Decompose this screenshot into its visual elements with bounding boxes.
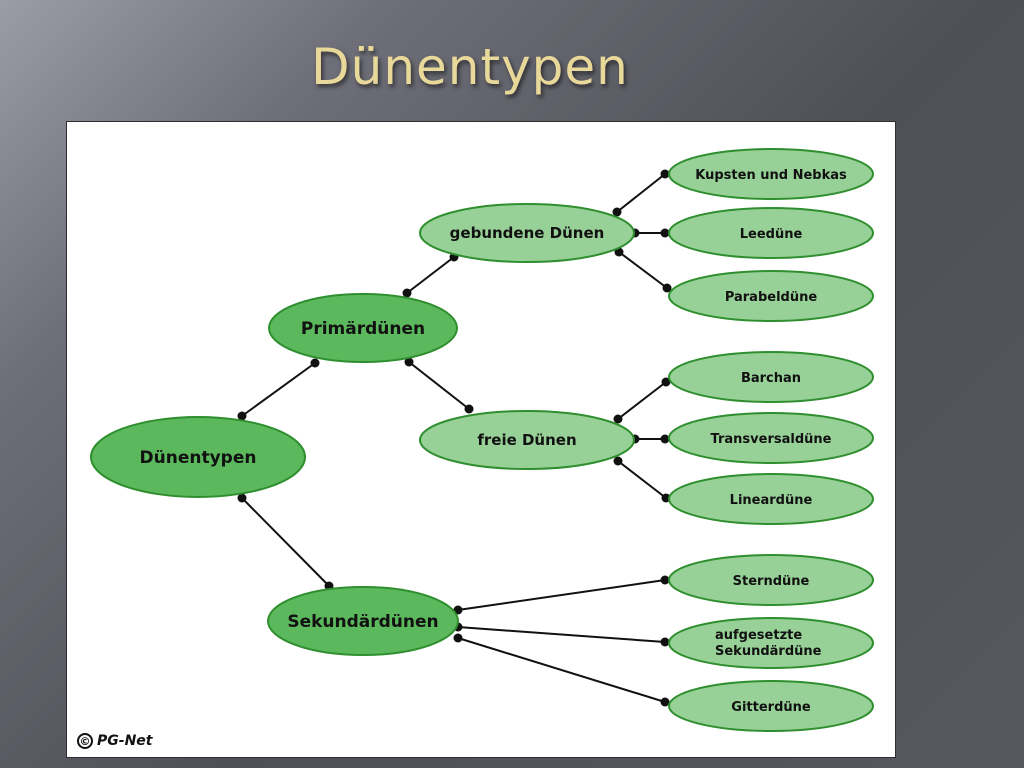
node-root[interactable]: Dünentypen <box>90 416 306 498</box>
node-sternduene-label: Sterndüne <box>733 574 810 589</box>
edge-freie-barchan <box>617 381 667 420</box>
copyright-notice: © PG-Net <box>77 733 152 749</box>
node-gebundene-duenen[interactable]: gebundene Dünen <box>419 203 635 263</box>
node-gitterduene[interactable]: Gitterdüne <box>668 680 874 732</box>
edge-gebundene-kupsten <box>616 173 666 213</box>
node-aufgesetzte-label-line2: Sekundärdüne <box>715 644 822 659</box>
node-linearduene-label: Lineardüne <box>730 493 813 508</box>
node-aufgesetzte-label-line1: aufgesetzte <box>715 628 802 643</box>
connector-dots <box>237 169 672 707</box>
edge-sekundaer-stern <box>457 579 666 611</box>
edge-sekundaer-gitter <box>457 637 666 703</box>
node-parabelduene[interactable]: Parabeldüne <box>668 270 874 322</box>
node-root-label: Dünentypen <box>140 448 257 468</box>
edge-freie-linear <box>617 460 667 499</box>
slide-title: Dünentypen <box>311 38 629 96</box>
node-sternduene[interactable]: Sterndüne <box>668 554 874 606</box>
copyright-text: PG-Net <box>97 733 153 749</box>
node-sekundaerduenen-label: Sekundärdünen <box>287 612 438 632</box>
node-aufgesetzte-sekundaerduene[interactable]: aufgesetzte Sekundärdüne <box>668 617 874 669</box>
connectors <box>241 173 668 703</box>
node-freie-duenen[interactable]: freie Dünen <box>419 410 635 470</box>
dune-types-diagram: Dünentypen Primärdünen Sekundärdünen geb… <box>90 148 874 732</box>
edge-sekundaer-aufgesetzte <box>457 626 666 643</box>
node-kupsten-label: Kupsten und Nebkas <box>695 168 847 183</box>
edge-gebundene-parabel <box>618 251 668 289</box>
node-primaerduenen[interactable]: Primärdünen <box>268 293 458 363</box>
copyright-icon: © <box>77 733 93 749</box>
node-leeduene-label: Leedüne <box>740 227 803 242</box>
edge-primaer-gebundene <box>406 256 455 294</box>
edge-root-primaer <box>241 362 316 417</box>
node-parabelduene-label: Parabeldüne <box>725 290 818 305</box>
node-barchan[interactable]: Barchan <box>668 351 874 403</box>
node-primaerduenen-label: Primärdünen <box>301 319 425 339</box>
edge-primaer-freie <box>408 361 470 410</box>
node-gitterduene-label: Gitterdüne <box>731 700 811 715</box>
node-leeduene[interactable]: Leedüne <box>668 207 874 259</box>
node-kupsten-und-nebkas[interactable]: Kupsten und Nebkas <box>668 148 874 200</box>
node-freie-duenen-label: freie Dünen <box>477 431 576 449</box>
diagram-panel: Dünentypen Primärdünen Sekundärdünen geb… <box>66 121 896 758</box>
edge-root-sekundaer <box>241 497 330 587</box>
node-sekundaerduenen[interactable]: Sekundärdünen <box>267 586 459 656</box>
node-gebundene-duenen-label: gebundene Dünen <box>450 224 605 242</box>
node-barchan-label: Barchan <box>741 371 801 386</box>
node-transversalduene-label: Transversaldüne <box>711 432 832 447</box>
node-transversalduene[interactable]: Transversaldüne <box>668 412 874 464</box>
node-linearduene[interactable]: Lineardüne <box>668 473 874 525</box>
